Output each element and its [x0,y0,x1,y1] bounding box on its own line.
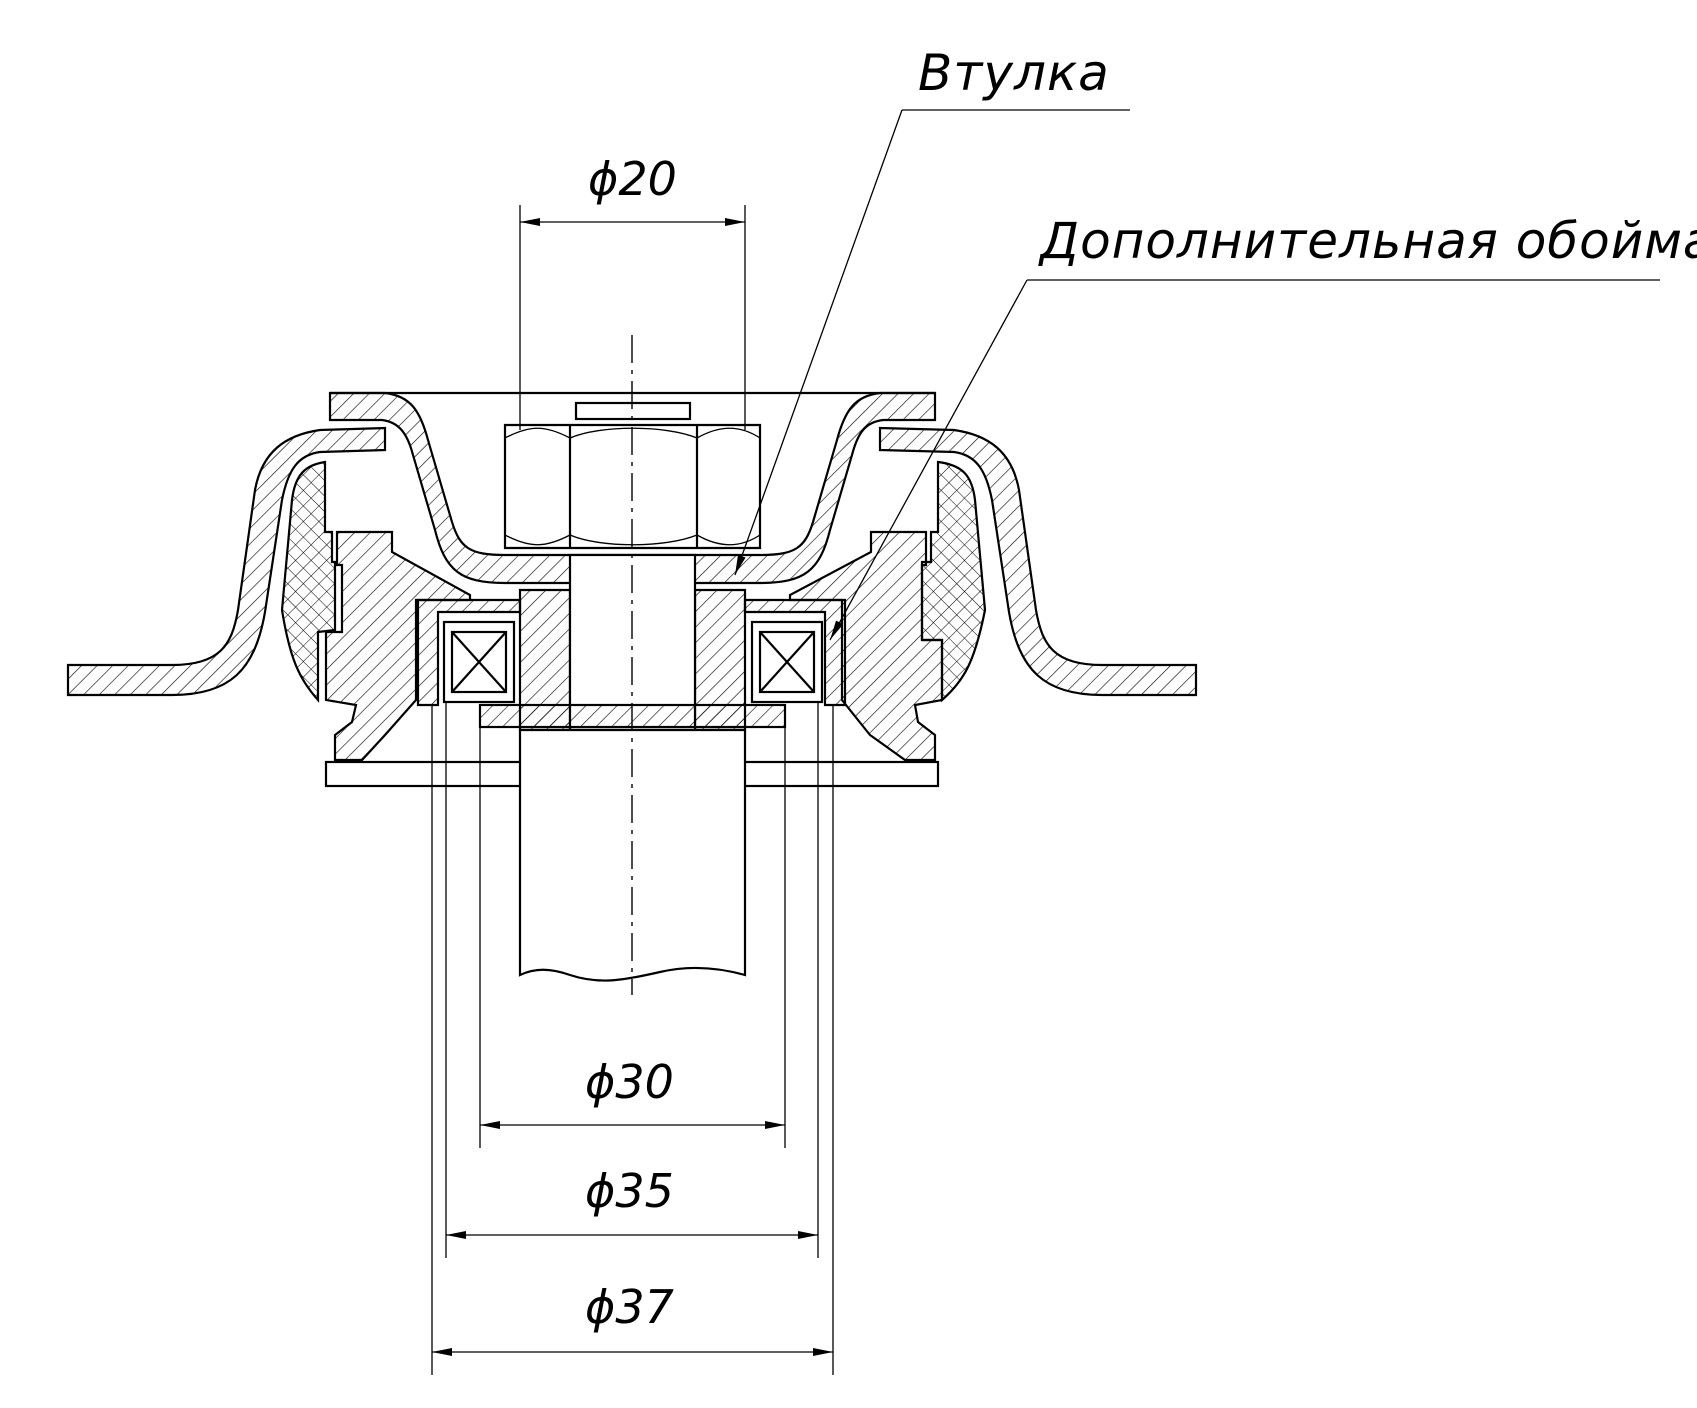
bearing-left [442,620,516,704]
dim-d30: ϕ30 [585,1055,674,1109]
bearing-right [750,620,824,704]
dim-d37: ϕ37 [585,1280,674,1334]
leader-bushing [734,109,1130,576]
label-bushing: Втулка [918,44,1110,102]
rubber-mount [280,460,987,703]
leader-extra-cage [829,279,1660,641]
extension-lines [431,205,834,1375]
label-extra-cage: Дополнительная обойма [1038,212,1697,270]
dimension-lines [432,218,833,1356]
body-panel [66,426,1198,697]
dim-d20: ϕ20 [588,152,677,206]
dim-d35: ϕ35 [585,1164,674,1218]
